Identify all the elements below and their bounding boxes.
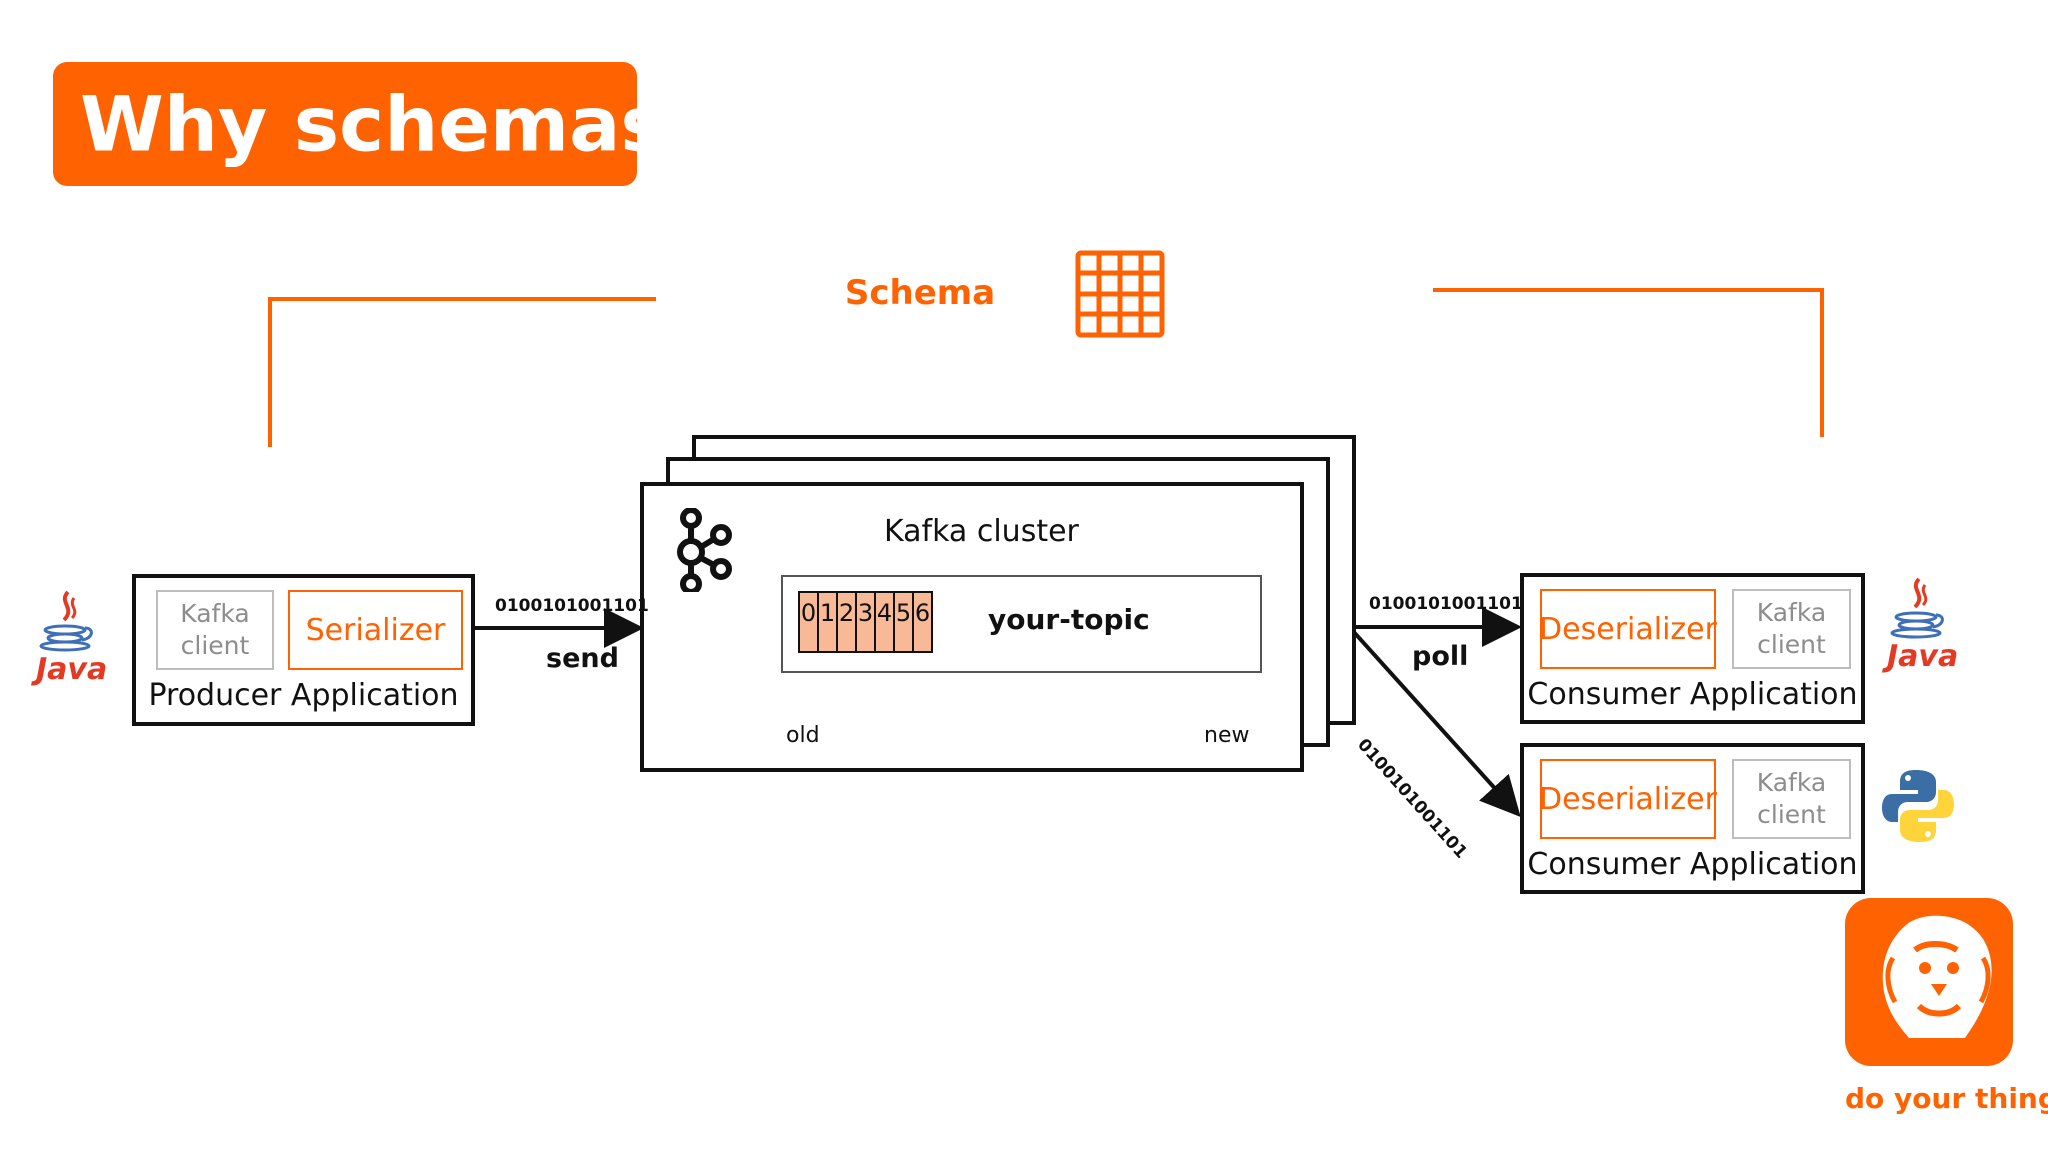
consumer-application-2: Deserializer Kafka client Consumer Appli… [1520, 743, 1865, 894]
partition-cell: 4 [874, 591, 895, 653]
consumer-kafka-client-1: Kafka client [1732, 589, 1851, 669]
page-title: Why schemas? [80, 79, 710, 169]
ing-logo-tile [1845, 898, 2013, 1066]
topic-box: 0 1 2 3 4 5 6 your-topic [781, 575, 1262, 673]
poll-arrow-diagonal [1350, 628, 1521, 817]
poll-bits-top: 0100101001101 [1369, 594, 1523, 614]
consumer-kafka-client-2: Kafka client [1732, 759, 1851, 839]
topic-label: your-topic [988, 603, 1150, 636]
partition-strip: 0 1 2 3 4 5 6 [798, 591, 933, 653]
new-label: new [1204, 723, 1250, 748]
schema-bracket-left [268, 297, 656, 447]
consumer-application-1: Deserializer Kafka client Consumer Appli… [1520, 573, 1865, 724]
kafka-icon [677, 508, 732, 592]
schema-grid-icon [1075, 250, 1165, 338]
java-icon [39, 590, 93, 652]
send-label: send [546, 643, 619, 674]
poll-label: poll [1412, 641, 1469, 672]
consumer-app-label-2: Consumer Application [1527, 847, 1858, 882]
java-logo-right: Java [1881, 575, 1958, 685]
partition-cell: 5 [893, 591, 914, 653]
producer-application: Kafka client Serializer Producer Applica… [132, 574, 475, 726]
title-banner: Why schemas? [53, 62, 710, 186]
java-word-right: Java [1887, 639, 1959, 674]
java-icon [1890, 577, 1944, 639]
serializer-box: Serializer [288, 590, 463, 670]
brand-tagline: do your thing [1845, 1082, 2048, 1115]
partition-cell: 6 [912, 591, 933, 653]
java-word-left: Java [36, 652, 108, 687]
deserializer-box-1: Deserializer [1539, 589, 1717, 669]
schema-bracket-right [1433, 288, 1824, 437]
partition-cell: 2 [836, 591, 857, 653]
schema-label: Schema [844, 273, 996, 313]
partition-cell: 0 [798, 591, 819, 653]
cluster-label: Kafka cluster [884, 514, 1079, 549]
consumer-app-label-1: Consumer Application [1527, 677, 1858, 712]
java-logo-left: Java [30, 588, 107, 698]
send-bits: 0100101001101 [495, 596, 649, 616]
old-label: old [786, 723, 820, 748]
cluster-box-front: Kafka cluster 0 1 2 3 4 5 6 your-topic o… [640, 482, 1304, 772]
partition-cell: 3 [855, 591, 876, 653]
partition-cell: 1 [817, 591, 838, 653]
producer-kafka-client: Kafka client [156, 590, 274, 670]
ing-lion-icon [1882, 915, 1992, 1038]
producer-app-label: Producer Application [148, 678, 459, 713]
python-icon [1882, 770, 1954, 842]
deserializer-box-2: Deserializer [1539, 759, 1717, 839]
